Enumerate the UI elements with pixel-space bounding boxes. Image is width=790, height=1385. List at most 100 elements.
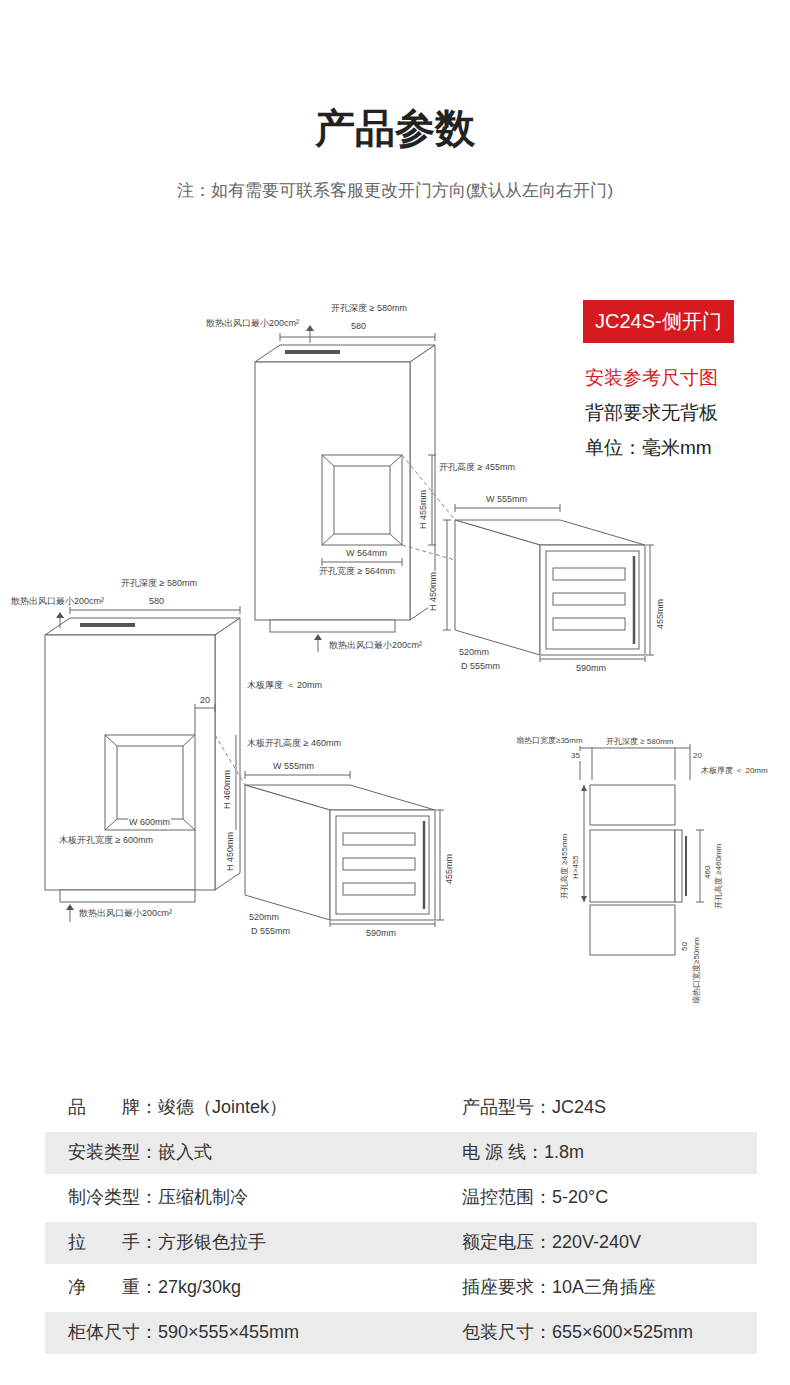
lower-cabinet-part: [240, 606, 241, 614]
dimension-label: W 600mm: [128, 817, 171, 828]
side-view: [580, 744, 704, 955]
lower-cabinet-part: [117, 746, 118, 819]
dimension-label: 扇热口宽度≥35mm: [515, 736, 584, 746]
upper-cooler-dimensions-part: [455, 504, 456, 512]
lower-cooler-dimensions-part: [436, 920, 444, 921]
upper-cooler-dimensions: [443, 504, 654, 662]
dimension-label: 开孔深度 ≥ 580mm: [605, 737, 675, 747]
vent-label: 散热出风口最小200cm²: [10, 596, 105, 607]
vent-label: 散热出风口最小200cm²: [328, 640, 423, 651]
upper-cabinet-part: [428, 455, 436, 456]
side-view-part: [700, 830, 701, 902]
lower-cabinet-part: [80, 623, 135, 627]
side-view-part: [675, 748, 676, 780]
table-band: 安装类型：嵌入式 电 源 线：1.8m: [45, 1132, 757, 1174]
dimension-label: H>455: [571, 854, 581, 880]
upper-cabinet-part: [310, 329, 311, 343]
lower-cabinet-part: [45, 635, 215, 890]
spec-cell: 品 牌：竣德（Jointek）: [68, 1097, 287, 1119]
badge-text: JC24S-侧开门: [595, 309, 722, 333]
unit-note: 单位：毫米mm: [585, 437, 712, 460]
upper-cabinet-part: [280, 333, 281, 341]
lower-cabinet-part: [105, 735, 195, 830]
upper-cooler-dimensions-part: [646, 655, 654, 656]
spec-cell: 温控范围：5-20°C: [462, 1187, 608, 1209]
side-view-part: [675, 830, 682, 902]
dimension-label: 开孔深度 ≥ 580mm: [330, 303, 408, 314]
upper-cooler-dimensions-part: [447, 520, 448, 630]
upper-cabinet-part: [390, 466, 391, 534]
upper-cabinet-part: [270, 620, 395, 632]
dimension-label: 扇热口宽度≥50mm: [692, 936, 702, 1005]
spec-cell: 插座要求：10A三角插座: [462, 1277, 656, 1299]
dimension-label: 455mm: [444, 853, 455, 885]
upper-cabinet-part: [435, 333, 436, 341]
dimension-label: 580: [350, 321, 367, 332]
spec-cell: 安装类型：嵌入式: [68, 1142, 212, 1164]
spec-cell: 柜体尺寸：590×555×455mm: [68, 1322, 299, 1344]
dimension-label: 520mm: [248, 912, 280, 923]
table-band: 拉 手：方形银色拉手额定电压：220V-240V: [45, 1222, 757, 1264]
dimension-label: 50: [680, 941, 690, 952]
upper-cabinet-part: [322, 455, 402, 466]
lower-cooler-dimensions-part: [436, 810, 444, 811]
upper-cabinet-part: [322, 558, 323, 566]
upper-cabinet-part: [318, 638, 319, 652]
dimension-label: 460: [703, 865, 713, 880]
note: 注：如有需要可联系客服更改开门方向(默认从左向右开门): [177, 181, 613, 201]
side-view-part: [690, 744, 691, 780]
upper-cabinet-part: [432, 455, 433, 545]
wine-cooler-bottom: [245, 785, 435, 920]
dimension-label: W 564mm: [345, 548, 388, 559]
upper-cabinet: [255, 325, 455, 652]
lower-cabinet-part: [195, 712, 196, 735]
lower-cooler-dimensions-part: [330, 924, 435, 925]
spec-cell: 额定电压：220V-240V: [462, 1232, 641, 1254]
dimension-label: 开孔高度 ≥460mm: [714, 843, 724, 910]
upper-cabinet-part: [322, 562, 402, 563]
upper-cabinet-part: [334, 466, 335, 534]
table-rules: [45, 1086, 757, 1087]
table-rules-part: [45, 1086, 757, 1087]
upper-cooler-dimensions-part: [540, 656, 541, 662]
side-view-part: [696, 830, 704, 831]
upper-cooler-dimensions-part: [645, 656, 646, 662]
lower-cabinet-part: [215, 618, 240, 890]
table-band: 柜体尺寸：590×555×455mm包装尺寸：655×600×525mm: [45, 1312, 757, 1354]
side-view-part: [590, 785, 675, 825]
side-view-part: [590, 830, 675, 902]
spec-cell: 净 重：27kg/30kg: [68, 1277, 241, 1299]
side-view-part: [581, 785, 587, 791]
upper-cooler-dimensions-part: [455, 508, 560, 509]
upper-cabinet-part: [402, 558, 403, 566]
dimension-label: 开孔宽度 ≥ 564mm: [318, 566, 396, 577]
dimension-label: H 455mm: [418, 489, 429, 530]
side-view-part: [696, 902, 704, 903]
side-view-part: [580, 744, 581, 780]
dimension-label: 580: [148, 596, 165, 607]
side-view-part: [592, 748, 593, 780]
dimension-label: 35: [570, 751, 581, 761]
dimension-label: 590mm: [365, 928, 397, 939]
spec-cell: 电 源 线：1.8m: [462, 1142, 584, 1164]
lower-cabinet-part: [215, 704, 216, 712]
vent-label: 散热出风口最小200cm²: [205, 318, 300, 329]
dimension-label: 木板厚度 ＜ 20mm: [700, 766, 769, 776]
lower-cooler-dimensions-part: [245, 771, 246, 779]
side-view-part: [685, 836, 687, 896]
lower-cabinet-part: [183, 746, 184, 819]
wine-cooler-top: [455, 520, 645, 655]
dimension-label: 木板厚度 ＜ 20mm: [246, 680, 323, 691]
dimension-label: D 555mm: [250, 926, 291, 937]
lower-cabinet-part: [195, 830, 196, 890]
dimension-label: W 555mm: [485, 494, 528, 505]
upper-cabinet-part: [280, 337, 435, 338]
upper-cooler-dimensions-part: [650, 545, 651, 655]
spec-cell: 制冷类型：压缩机制冷: [68, 1187, 248, 1209]
spec-cell: 产品型号：JC24S: [462, 1097, 606, 1119]
lower-cabinet-part: [195, 704, 196, 712]
dimension-label: H 450mm: [428, 571, 439, 612]
upper-cooler-dimensions-part: [443, 630, 451, 631]
